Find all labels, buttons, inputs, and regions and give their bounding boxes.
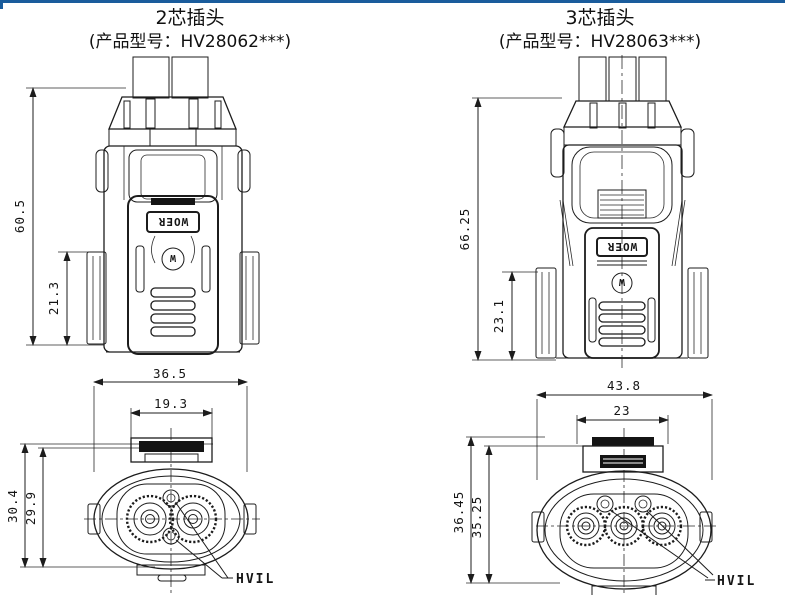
- hvil-contact: [634, 495, 652, 513]
- grip-ribs: [150, 287, 196, 337]
- power-terminal: [125, 494, 175, 544]
- dim-value: 60.5: [12, 199, 27, 233]
- hvil-contact: [162, 527, 180, 545]
- dim-value: 43.8: [607, 378, 641, 393]
- dim-value: 36.45: [451, 491, 466, 534]
- dimension-overall-height: 60.5: [12, 87, 126, 346]
- hvil-callout: HVIL: [175, 502, 275, 587]
- wire-stubs: [132, 56, 209, 99]
- dim-value: 29.9: [23, 491, 38, 525]
- hvil-contact: [596, 495, 614, 513]
- dim-value: 23.1: [491, 299, 506, 333]
- dimension-flange-height: 23.1: [491, 271, 538, 361]
- brand-logo-letter: W: [169, 252, 176, 263]
- dim-value: 36.5: [153, 366, 187, 381]
- side-flanges: [535, 267, 709, 359]
- dim-value: 23: [613, 403, 630, 418]
- two-pin-side-view: WOER W: [12, 56, 260, 355]
- top-cap: [562, 100, 683, 129]
- dimension-overall-height: 66.25: [457, 97, 562, 361]
- hvil-label: HVIL: [236, 572, 275, 587]
- face-crosshair: [536, 428, 718, 595]
- left-view-subtitle: (产品型号：HV28062***): [88, 32, 292, 52]
- left-view-title: 2芯插头: [155, 7, 225, 29]
- connector-body: [95, 128, 251, 353]
- top-cap: [108, 96, 237, 130]
- three-pin-face-view: 43.8 23 36.45 35.25: [451, 378, 756, 595]
- dim-value: 30.4: [5, 489, 20, 523]
- dim-value: 21.3: [46, 281, 61, 315]
- face-top-cap: [130, 437, 213, 463]
- right-view-title: 3芯插头: [565, 7, 635, 29]
- sheet-top-border: [0, 0, 785, 3]
- power-terminal: [641, 505, 683, 547]
- hvil-callout: HVIL: [609, 509, 756, 589]
- wire-stubs: [578, 56, 667, 102]
- latch-plate: WOER W: [584, 227, 660, 359]
- brand-logo-letter: W: [618, 276, 625, 287]
- face-housing: [87, 468, 257, 582]
- grip-ribs: [598, 301, 646, 347]
- dimension-face-height-outer: 36.45 35.25: [451, 436, 593, 584]
- dimension-flange-height: 21.3: [46, 251, 90, 346]
- power-terminal: [565, 505, 607, 547]
- face-top-cap: [582, 437, 664, 473]
- dimension-overall-width: 43.8: [536, 378, 713, 480]
- brand-label: WOER: [158, 215, 189, 228]
- face-housing: [531, 470, 713, 595]
- dimension-cap-width: 23: [576, 403, 669, 444]
- dim-value: 66.25: [457, 208, 472, 251]
- dim-value: 19.3: [154, 396, 188, 411]
- dim-value: 35.25: [469, 496, 484, 539]
- hvil-label: HVIL: [717, 574, 756, 589]
- right-view-subtitle: (产品型号：HV28063***): [498, 32, 702, 52]
- brand-label: WOER: [607, 240, 638, 253]
- three-pin-side-view: WOER W: [457, 55, 709, 368]
- two-pin-face-view: 36.5 19.3 30.4 29.9: [5, 366, 275, 595]
- latch-plate: WOER W: [127, 195, 219, 355]
- sheet-left-tick: [0, 0, 3, 9]
- side-flanges: [86, 251, 260, 345]
- hvil-contact: [162, 489, 180, 507]
- dimension-overall-width: 36.5: [93, 366, 248, 472]
- dimension-cap-width: 19.3: [130, 396, 213, 440]
